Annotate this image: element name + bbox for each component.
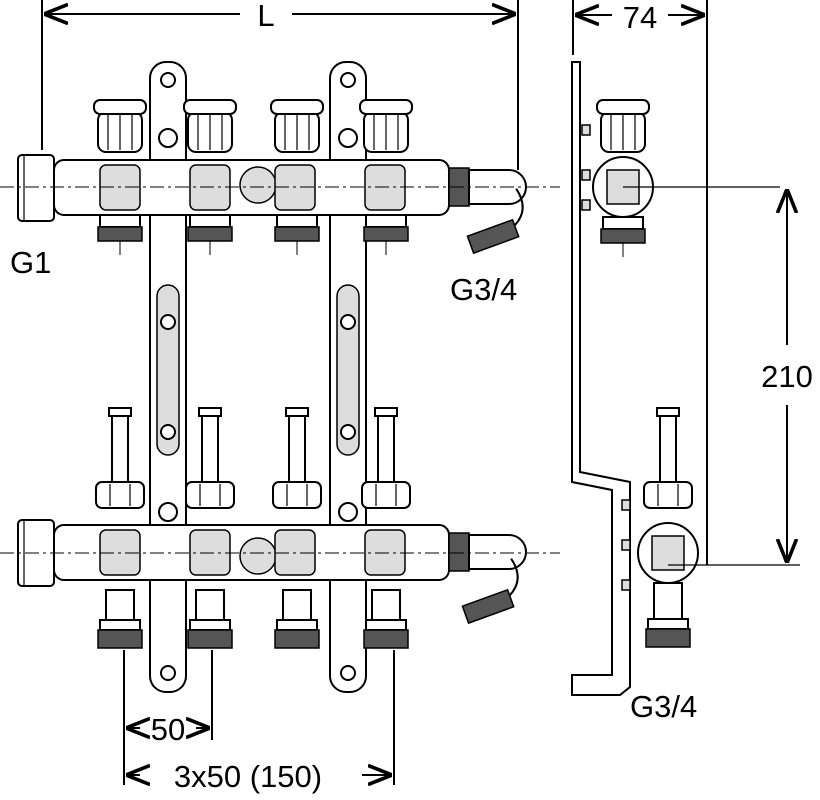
- depth-label: 74: [623, 0, 657, 35]
- inlet-thread-label: G1: [10, 245, 51, 280]
- dimension-height: 210: [761, 189, 813, 563]
- length-label: L: [257, 0, 274, 33]
- dimension-spacing: 50 3x50 (150): [123, 650, 395, 794]
- spacing-label: 50: [151, 712, 185, 747]
- top-manifold: [0, 99, 560, 258]
- total-spacing-label: 3x50 (150): [174, 759, 322, 794]
- dimension-depth: 74: [572, 0, 708, 565]
- outlet-thread-label: G3/4: [630, 689, 697, 724]
- mounting-bracket-right: [329, 61, 367, 693]
- mounting-bracket-left: [149, 61, 187, 693]
- side-view: 74 210 G3/4: [571, 0, 813, 724]
- dimension-length: L: [41, 0, 519, 170]
- end-thread-label: G3/4: [450, 272, 517, 307]
- height-label: 210: [761, 359, 813, 394]
- bottom-manifold: [0, 407, 560, 649]
